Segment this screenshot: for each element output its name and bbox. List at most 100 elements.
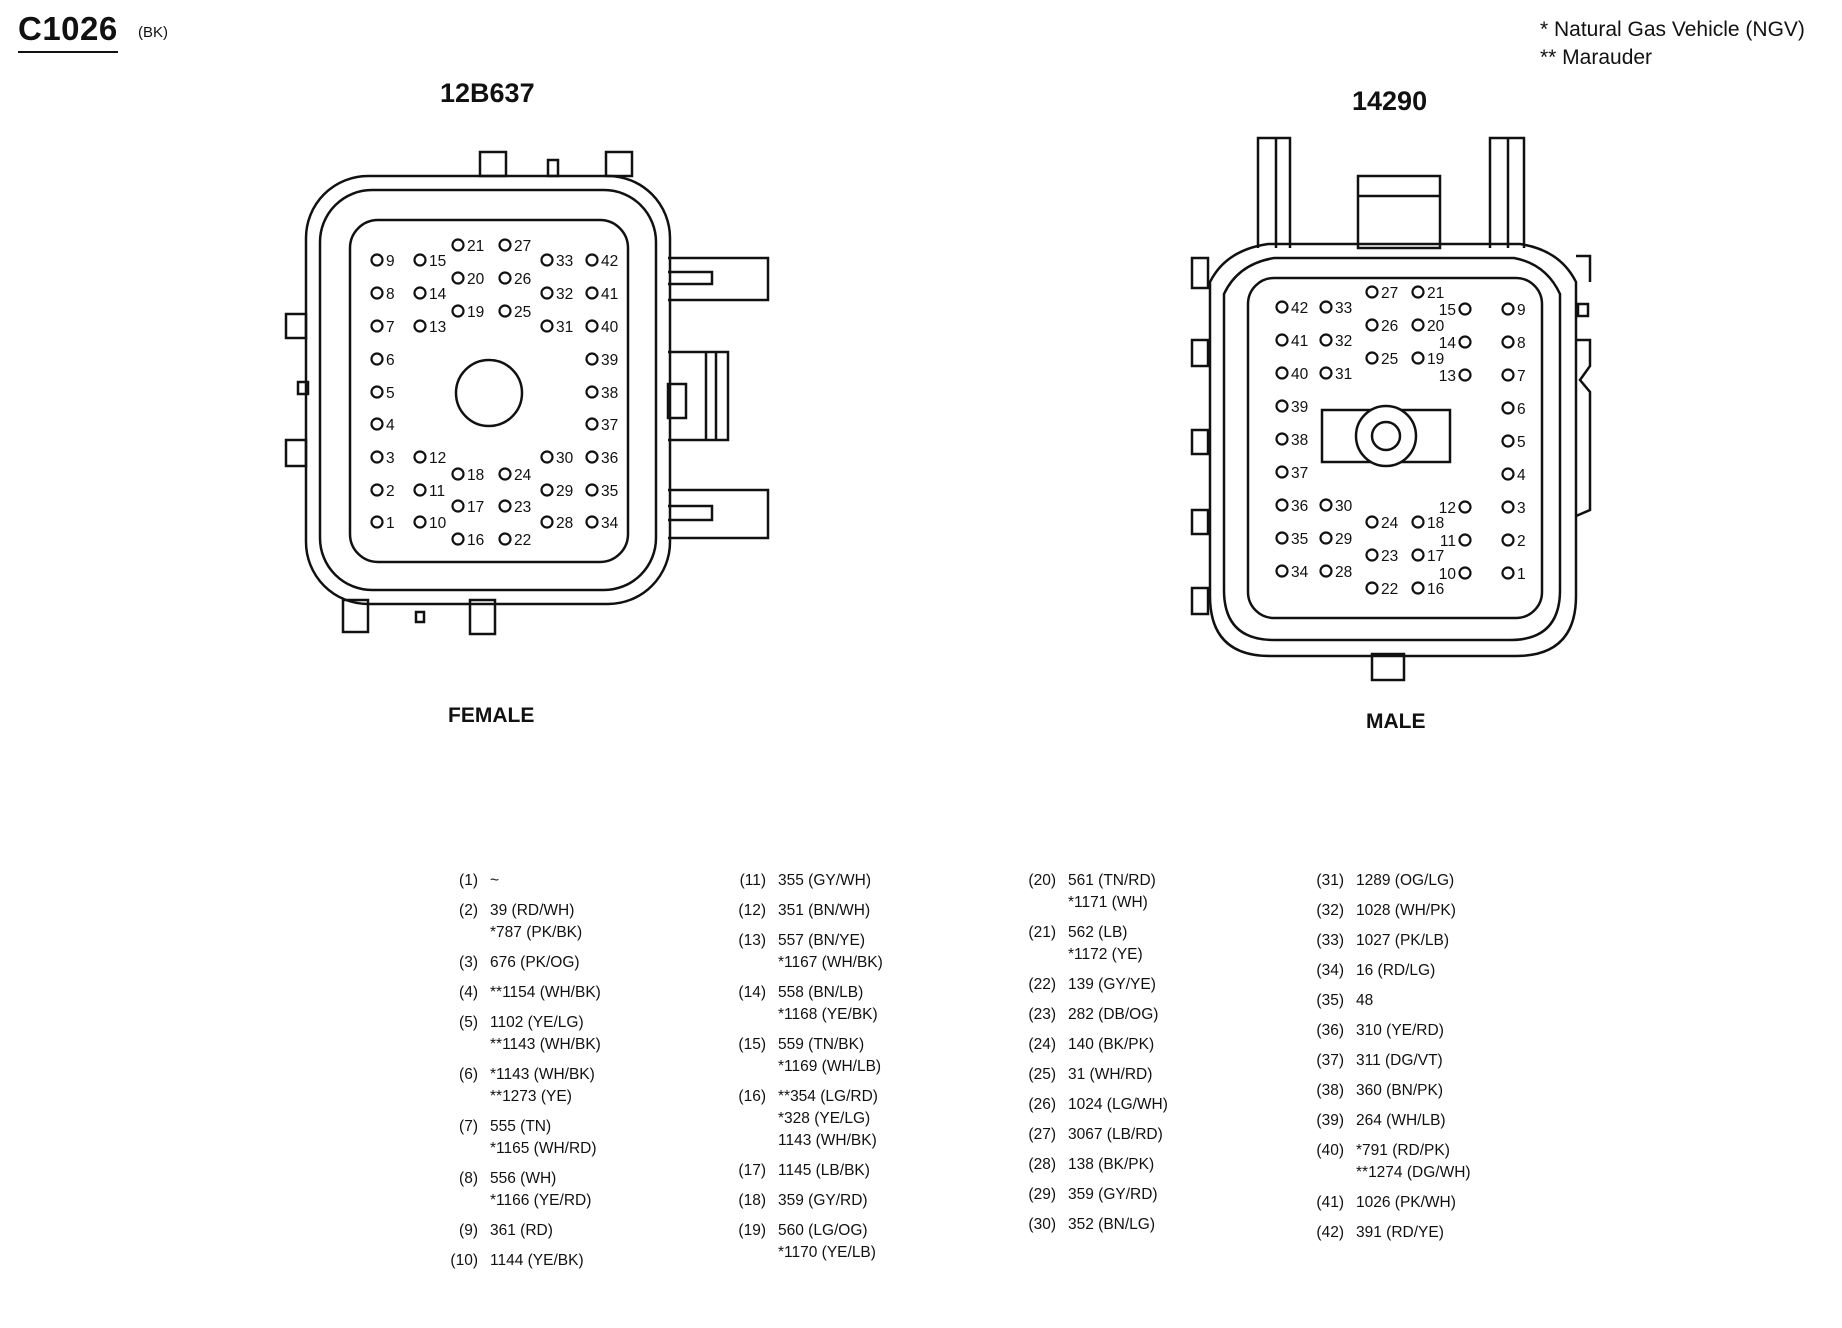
pin-number: (27) (1028, 1126, 1056, 1143)
pin-cavity (1411, 581, 1425, 595)
female-connector-diagram: 9876543211514131211102120191817162726252… (284, 150, 770, 636)
pin-number: (1) (459, 872, 478, 889)
pin-label: 1 (386, 515, 395, 532)
wire-circuit: **1154 (WH/BK) (490, 984, 601, 1001)
pin-label: 12 (429, 450, 446, 467)
pin-label: 42 (1291, 300, 1308, 317)
wire-circuit: 355 (GY/WH) (778, 872, 872, 889)
pin-wires: 351 (BN/WH) (778, 900, 870, 922)
wire-circuit: 310 (YE/RD) (1356, 1022, 1444, 1039)
pin-label: 17 (1427, 548, 1444, 565)
pinout-entry: (40)*791 (RD/PK)**1274 (DG/WH) (1306, 1140, 1470, 1184)
pin-wires: 557 (BN/YE)*1167 (WH/BK) (778, 930, 883, 974)
pinout-entry: (39)264 (WH/LB) (1306, 1110, 1471, 1132)
pin-wires: 355 (GY/WH) (778, 870, 871, 892)
pin-label: 13 (1439, 368, 1456, 385)
pinout-entry: (13)557 (BN/YE)*1167 (WH/BK) (728, 930, 883, 974)
pin-cavity (370, 417, 384, 431)
pin-label: 18 (1427, 515, 1444, 532)
connector-id: C1026 (18, 10, 118, 47)
wire-circuit: 561 (TN/RD) (1068, 872, 1156, 889)
pinout-entry: (8)556 (WH)*1166 (YE/RD) (440, 1168, 601, 1212)
pin-cavity (1411, 318, 1425, 332)
wire-circuit: 1026 (PK/WH) (1356, 1194, 1456, 1211)
wire-circuit: *1143 (WH/BK) (490, 1066, 595, 1083)
pinout-entry: (10)1144 (YE/BK) (440, 1250, 601, 1272)
pin-cavity (370, 286, 384, 300)
wire-circuit: *791 (RD/PK) (1356, 1142, 1450, 1159)
wire-circuit: *1165 (WH/RD) (490, 1140, 597, 1157)
pin-cavity (498, 271, 512, 285)
pin-label: 39 (1291, 399, 1308, 416)
pin-wires: 560 (LG/OG)*1170 (YE/LB) (778, 1220, 876, 1264)
wire-circuit: *1166 (YE/RD) (490, 1192, 592, 1209)
pin-cavity (370, 319, 384, 333)
wire-circuit: 48 (1356, 992, 1374, 1009)
male-part-number: 14290 (1352, 86, 1428, 116)
pin-cavity (1458, 566, 1472, 580)
pin-label: 41 (601, 286, 618, 303)
wire-circuit: 555 (TN) (490, 1118, 552, 1135)
pinout-entry: (7)555 (TN)*1165 (WH/RD) (440, 1116, 601, 1160)
pin-cavity (413, 286, 427, 300)
wire-circuit: 359 (GY/RD) (778, 1192, 868, 1209)
pinout-entry: (33)1027 (PK/LB) (1306, 930, 1471, 952)
pin-label: 11 (429, 483, 445, 500)
pinout-column-4: (31)1289 (OG/LG)(32)1028 (WH/PK)(33)1027… (1306, 870, 1471, 1252)
pin-number: (34) (1316, 962, 1344, 979)
pin-number: (41) (1316, 1194, 1344, 1211)
pin-cavity (1275, 399, 1289, 413)
pin-cavity (1458, 335, 1472, 349)
pin-label: 13 (429, 319, 446, 336)
pinout-entry: (22)139 (GY/YE) (1018, 974, 1168, 996)
pin-label: 26 (514, 271, 531, 288)
pin-label: 10 (429, 515, 447, 532)
pin-wires: **354 (LG/RD)*328 (YE/LG)1143 (WH/BK) (778, 1086, 878, 1152)
pin-number: (23) (1028, 1006, 1056, 1023)
pin-cavity (1365, 285, 1379, 299)
pin-cavity (1411, 515, 1425, 529)
wire-circuit: 139 (GY/YE) (1068, 976, 1156, 993)
pin-label: 12 (1439, 500, 1456, 517)
pin-label: 36 (1291, 498, 1308, 515)
pin-number: (15) (738, 1036, 766, 1053)
pin-label: 37 (1291, 465, 1308, 482)
wire-circuit: 31 (WH/RD) (1068, 1066, 1153, 1083)
pin-cavity (370, 450, 384, 464)
pin-cavity (1319, 300, 1333, 314)
pin-wires: 561 (TN/RD) *1171 (WH) (1068, 870, 1156, 914)
pin-cavity (370, 483, 384, 497)
pin-cavity (1319, 366, 1333, 380)
wire-circuit: 311 (DG/VT) (1356, 1052, 1443, 1069)
pin-number: (21) (1028, 924, 1056, 941)
pin-cavity (1411, 351, 1425, 365)
pin-number: (28) (1028, 1156, 1056, 1173)
wire-circuit: 1024 (LG/WH) (1068, 1096, 1168, 1113)
pin-cavity (413, 253, 427, 267)
wire-circuit: *1171 (WH) (1068, 894, 1148, 911)
pin-cavity (1275, 531, 1289, 545)
pin-cavity (585, 483, 599, 497)
pin-cavity (498, 304, 512, 318)
note-ngv: * Natural Gas Vehicle (NGV) (1540, 18, 1805, 41)
pin-label: 8 (386, 286, 395, 303)
wire-circuit: 39 (RD/WH) (490, 902, 575, 919)
pin-label: 7 (386, 319, 395, 336)
wire-circuit: 138 (BK/PK) (1068, 1156, 1155, 1173)
female-label: FEMALE (448, 704, 535, 727)
pin-cavity (540, 450, 554, 464)
pin-number: (38) (1316, 1082, 1344, 1099)
pinout-entry: (23)282 (DB/OG) (1018, 1004, 1168, 1026)
pin-number: (42) (1316, 1224, 1344, 1241)
wire-circuit: 562 (LB) (1068, 924, 1128, 941)
pin-label: 5 (386, 385, 395, 402)
pin-wires: 556 (WH)*1166 (YE/RD) (490, 1168, 591, 1212)
pin-cavity (585, 253, 599, 267)
pin-cavity (585, 515, 599, 529)
wire-circuit: 1143 (WH/BK) (778, 1132, 877, 1149)
pin-label: 27 (1381, 285, 1398, 302)
pin-wires: 562 (LB)*1172 (YE) (1068, 922, 1143, 966)
pin-label: 21 (467, 238, 484, 255)
wire-circuit: 140 (BK/PK) (1068, 1036, 1155, 1053)
pin-cavity (1365, 548, 1379, 562)
